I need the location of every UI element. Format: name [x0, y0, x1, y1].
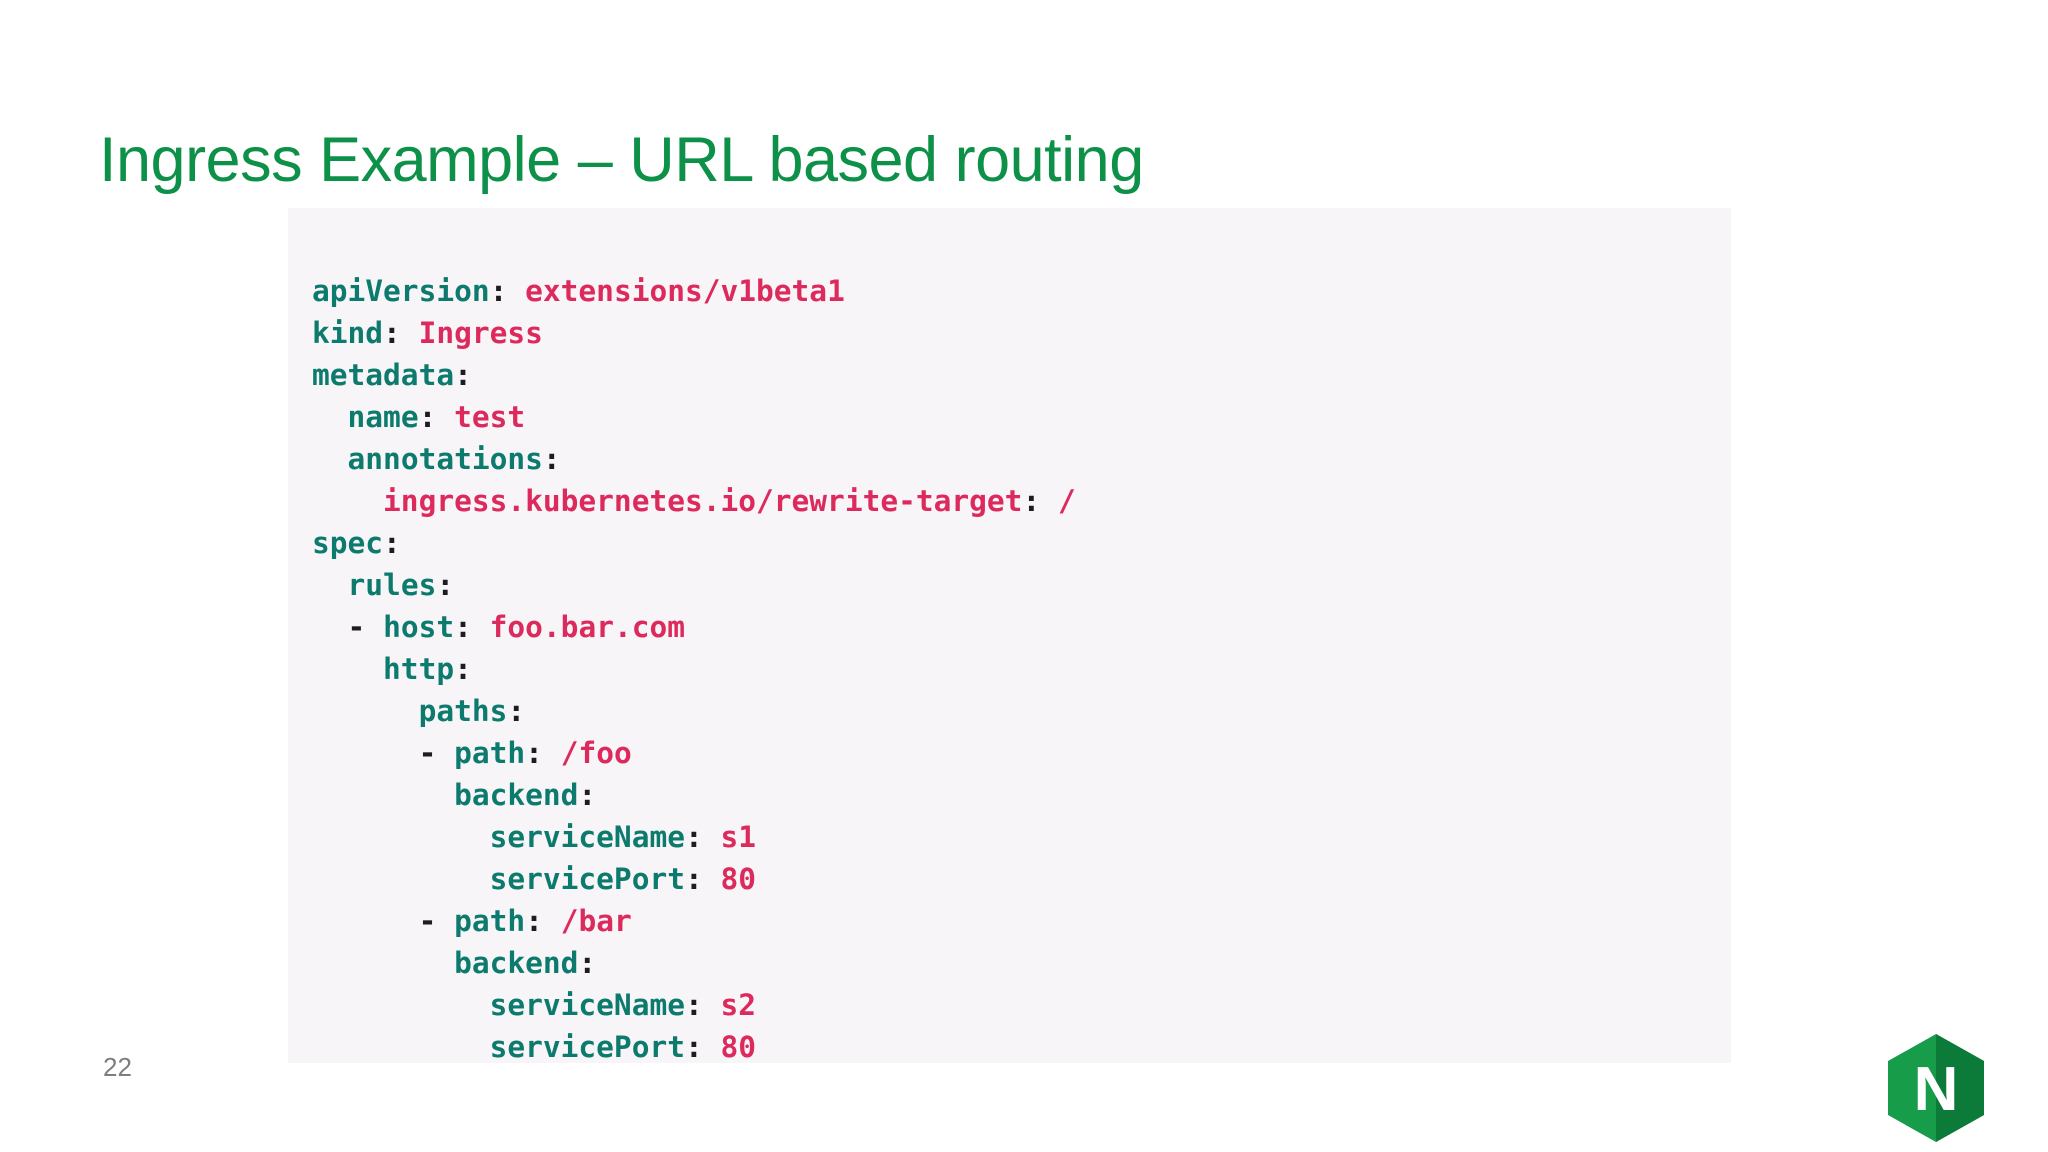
- code-line: ingress.kubernetes.io/rewrite-target: /: [383, 483, 1076, 518]
- code-line: paths:: [418, 693, 526, 728]
- code-line: serviceName: s2: [489, 987, 757, 1022]
- code-line: kind: Ingress: [312, 315, 543, 350]
- code-line: name: test: [347, 399, 526, 434]
- page-number: 22: [103, 1052, 132, 1082]
- code-line: backend:: [454, 945, 597, 980]
- code-line: serviceName: s1: [489, 819, 757, 854]
- nginx-hexagon-icon: N: [1888, 1034, 1984, 1142]
- code-line: backend:: [454, 777, 597, 812]
- code-line: servicePort: 80: [489, 861, 757, 896]
- page-title: Ingress Example – URL based routing: [99, 125, 1144, 196]
- code-line: - host: foo.bar.com: [347, 609, 686, 644]
- code-line: metadata:: [312, 357, 472, 392]
- code-line: annotations:: [347, 441, 561, 476]
- nginx-logo: N: [1884, 1032, 1988, 1144]
- code-line: servicePort: 80: [489, 1029, 757, 1064]
- code-line: rules:: [347, 567, 455, 602]
- code-line: - path: /bar: [418, 903, 632, 938]
- code-line: http:: [383, 651, 472, 686]
- logo-letter: N: [1914, 1055, 1959, 1124]
- hexagon-dark-face: [1936, 1034, 1984, 1142]
- code-line: - path: /foo: [418, 735, 632, 770]
- code-line: apiVersion: extensions/v1beta1: [312, 273, 845, 308]
- code-line: spec:: [312, 525, 401, 560]
- code-block: apiVersion: extensions/v1beta1 kind: Ingr…: [288, 208, 1731, 1063]
- code-listing: apiVersion: extensions/v1beta1 kind: Ingr…: [312, 270, 1731, 1064]
